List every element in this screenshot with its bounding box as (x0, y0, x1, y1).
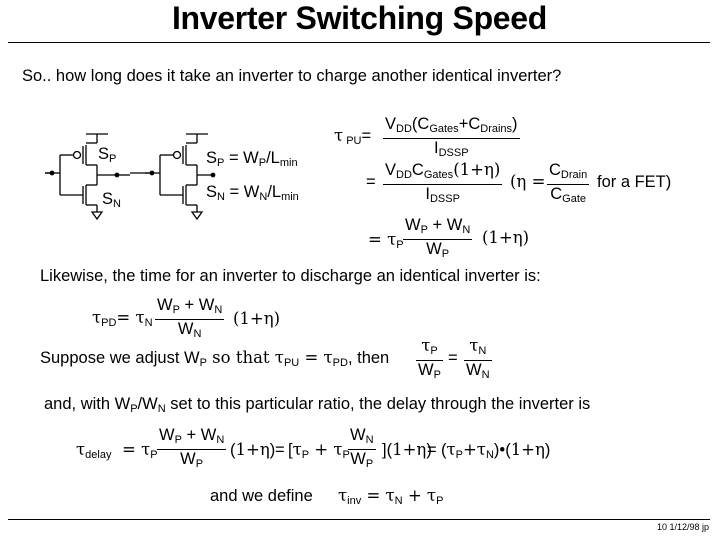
page-title: Inverter Switching Speed (171, 0, 548, 36)
delay-term-2: [τP + τP (288, 440, 350, 461)
tau-pd-fraction: WP + WN WN (155, 296, 225, 343)
sn-label: SN (102, 190, 121, 210)
delay-term-3: ](1+η) (382, 440, 432, 459)
tau-pu-fraction-3: WP + WN WP (403, 216, 473, 263)
eq3-lhs: = τP (368, 230, 404, 251)
footer-divider (8, 519, 710, 520)
eta-fraction: CDrain CGate (547, 161, 590, 208)
delay-fraction-2: WN WP (348, 426, 376, 473)
eq3-factor: (1+η) (482, 228, 530, 247)
eta-close: for a FET) (597, 173, 672, 191)
slide-footer: 10 1/12/98 jp (656, 522, 709, 532)
suppose-text: Suppose we adjust WP so that τPU = τPD, … (40, 348, 390, 369)
delay-eq-3: = (427, 441, 437, 459)
tau-pd-factor: (1+η) (233, 309, 281, 328)
andwith-text: and, with WP/WN set to this particular r… (44, 395, 591, 415)
intro-question: So.. how long does it take an inverter t… (22, 67, 562, 85)
tau-pu-lhs: τ PU= (334, 126, 372, 147)
ratio-fraction-p: τP WP (416, 337, 443, 384)
sn-equation: SN = WN/Lmin (206, 183, 299, 203)
tau-pd-lhs: τPD= τN (92, 308, 153, 329)
tau-pu-fraction-1: VDD(CGates+CDrains) IDSSP (383, 115, 520, 162)
tau-pu-fraction-2: VDDCGates(1+η) IDSSP (383, 161, 503, 208)
tau-inv-definition: τinv = τN + τP (338, 486, 444, 507)
ratio-fraction-n: τN WN (464, 337, 492, 384)
likewise-text: Likewise, the time for an inverter to di… (40, 267, 541, 285)
eq-sign-2: = (366, 173, 376, 191)
sp-label: SP (98, 145, 117, 165)
eta-open: (η = (510, 172, 546, 191)
sp-equation: SP = WP/Lmin (206, 149, 298, 169)
delay-fraction-1: WP + WN WP (157, 426, 227, 473)
delay-eq-2: = (275, 441, 285, 459)
delay-term-4: (τP+τN)•(1+η) (441, 440, 551, 461)
tau-delay-lhs: τdelay (76, 440, 112, 461)
delay-term-1: (1+η) (230, 440, 276, 459)
title-divider (8, 42, 710, 43)
ratio-eq: = (448, 349, 458, 367)
tau-delay-eq: = τP (122, 440, 158, 461)
define-text: and we define (210, 487, 313, 505)
